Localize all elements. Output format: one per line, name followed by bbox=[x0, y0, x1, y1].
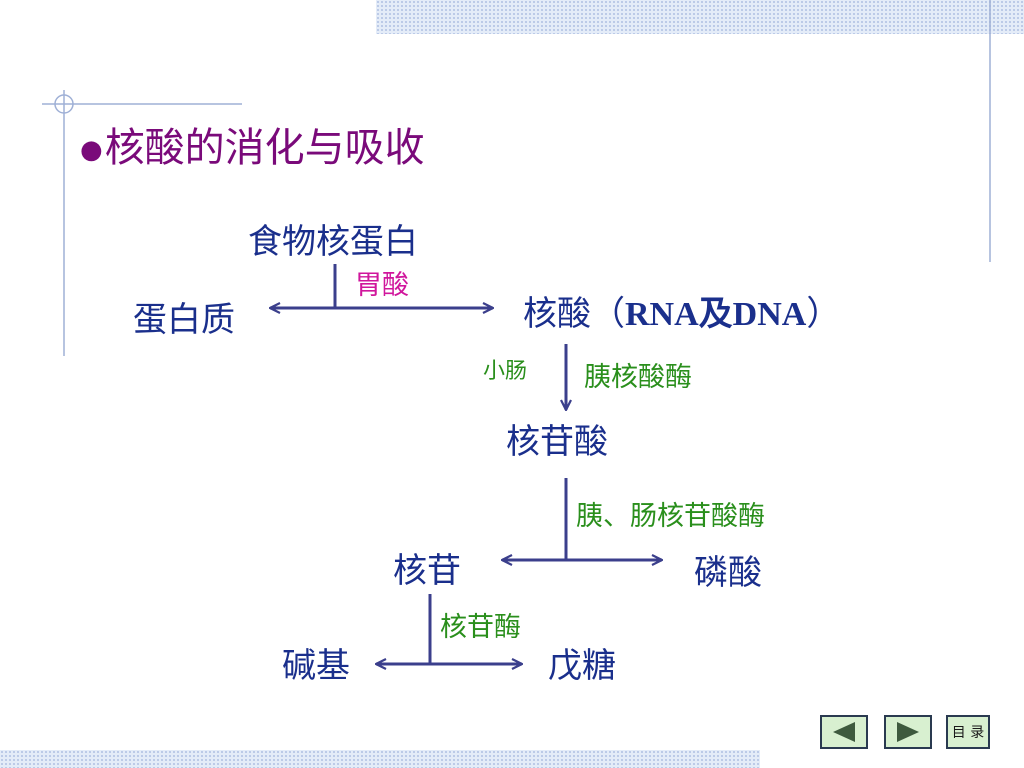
node-nucleotide: 核苷酸 bbox=[506, 422, 608, 462]
node-nucleic-acid: 核酸（RNA及DNA） bbox=[523, 294, 840, 335]
node-food-nucleoprotein: 食物核蛋白 bbox=[248, 222, 418, 262]
next-slide-button[interactable] bbox=[884, 715, 932, 749]
node-nucleoside: 核苷 bbox=[393, 551, 461, 591]
table-of-contents-label: 目 录 bbox=[951, 725, 985, 741]
node-protein: 蛋白质 bbox=[133, 300, 235, 340]
title-bullet: ● bbox=[80, 135, 103, 165]
label-nucleotidase: 胰、肠核苷酸酶 bbox=[576, 501, 765, 532]
bottom-decorative-band bbox=[0, 750, 760, 768]
triangle-left-icon bbox=[833, 722, 855, 742]
label-small-intestine: 小肠 bbox=[483, 359, 528, 384]
node-pentose: 戊糖 bbox=[548, 646, 616, 686]
previous-slide-button[interactable] bbox=[820, 715, 868, 749]
triangle-right-icon bbox=[897, 722, 919, 742]
nucleic-acid-prefix: 核酸（ bbox=[523, 294, 625, 334]
label-nucleosidase: 核苷酶 bbox=[440, 612, 521, 643]
nucleic-acid-latin: RNA及DNA bbox=[625, 296, 807, 333]
table-of-contents-button[interactable]: 目 录 bbox=[946, 715, 990, 749]
node-phosphate: 磷酸 bbox=[694, 553, 762, 593]
label-pancreatic-nuclease: 胰核酸酶 bbox=[584, 362, 692, 393]
top-decorative-band bbox=[376, 0, 1024, 34]
slide-title: ●核酸的消化与吸收 bbox=[80, 122, 425, 176]
node-base: 碱基 bbox=[282, 646, 350, 686]
slide-title-text: 核酸的消化与吸收 bbox=[104, 125, 425, 171]
label-gastric-acid: 胃酸 bbox=[355, 270, 409, 301]
nucleic-acid-suffix: ） bbox=[806, 294, 841, 334]
